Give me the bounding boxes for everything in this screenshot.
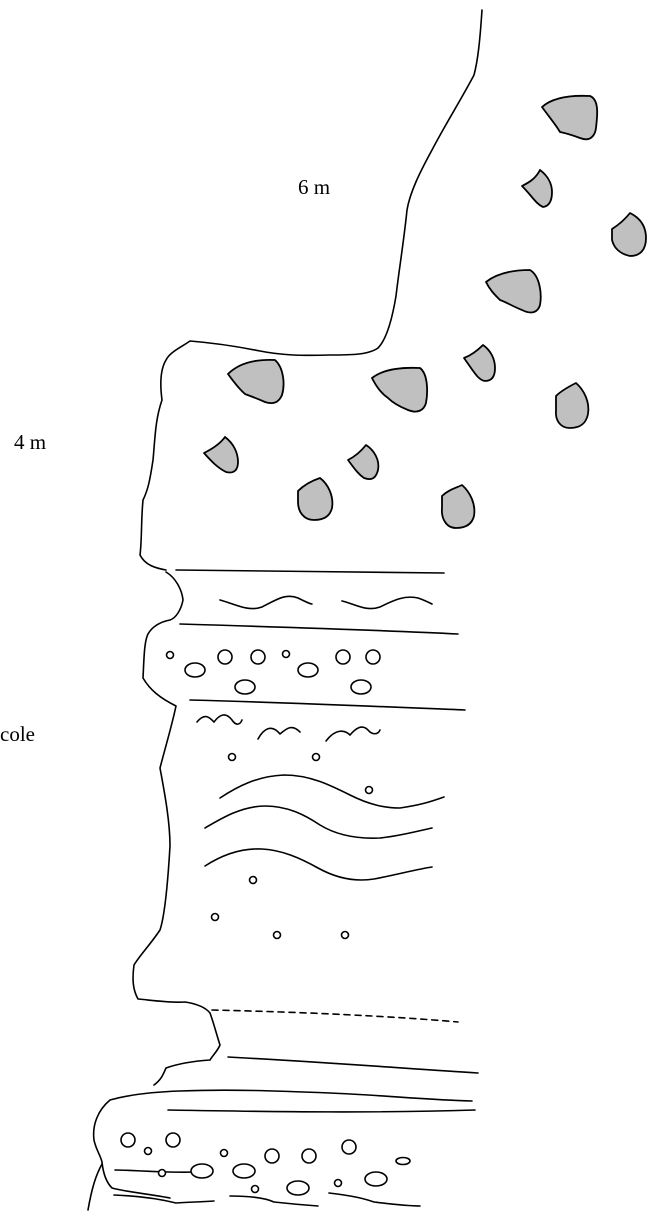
pebble [396,1158,410,1165]
pebble [342,1140,356,1154]
cross-lamina [220,775,444,808]
boulder-clast [228,360,284,403]
pebble [351,680,371,694]
pebble [365,1172,387,1186]
boulder-clast [442,485,475,528]
pebble [302,1149,316,1163]
pebble [313,754,320,761]
bed-boundary-4 [228,1057,478,1073]
unit-thickness-label-middle: 4 m [14,430,46,455]
pebble [366,787,373,794]
pebble [251,650,265,664]
pebble [298,663,318,677]
pebble [121,1133,135,1147]
pebble [159,1170,166,1177]
pebble [335,1180,342,1187]
pebble [274,932,281,939]
boulder-clast [542,96,597,139]
boulder-clast [522,170,552,207]
bed-boundary-3 [190,700,465,710]
cliff-notch-lower [133,572,220,1085]
pebble [191,1164,213,1178]
cliff-base-lens [94,1090,472,1198]
boulder-clast [612,213,646,256]
crinkle-lamina [326,727,380,741]
pebble [145,1148,152,1155]
boulder-clast [204,437,238,473]
pebble [166,1133,180,1147]
unit-label-lower: cole [0,722,35,747]
pebble [229,754,236,761]
unit-thickness-label-top: 6 m [298,175,330,200]
pebble [336,650,350,664]
boulder-clast [464,345,495,381]
ripple-mark [342,597,432,608]
cross-lamina [205,806,432,838]
crinkle-lamina [258,728,300,739]
lamina [115,1170,198,1172]
bed-base-left-tick [88,1164,102,1210]
pebble [221,1150,228,1157]
pebble [250,877,257,884]
bed-boundary-5 [168,1110,475,1112]
pebble [252,1186,259,1193]
boulder-clast [372,368,427,412]
pebble [283,651,290,658]
pebble [233,1164,255,1178]
pebble [342,932,349,939]
bed-boundary-dashed [212,1010,458,1022]
pebble [185,663,205,677]
boulder-clast [348,445,378,479]
boulder-clast [486,270,541,312]
crinkle-lamina [197,715,242,724]
pebble [167,652,174,659]
pebble [265,1149,279,1163]
boulder-clast [556,383,589,428]
lamina [230,1196,318,1206]
lamina [329,1193,420,1206]
cross-lamina [205,849,432,880]
ripple-mark [220,596,312,608]
pebble [218,650,232,664]
pebble [235,680,255,694]
bed-boundary-2 [180,624,458,634]
boulder-clast [298,478,332,520]
bed-boundary-1 [176,570,444,573]
pebble [287,1181,309,1195]
pebble [212,914,219,921]
pebble [366,650,380,664]
